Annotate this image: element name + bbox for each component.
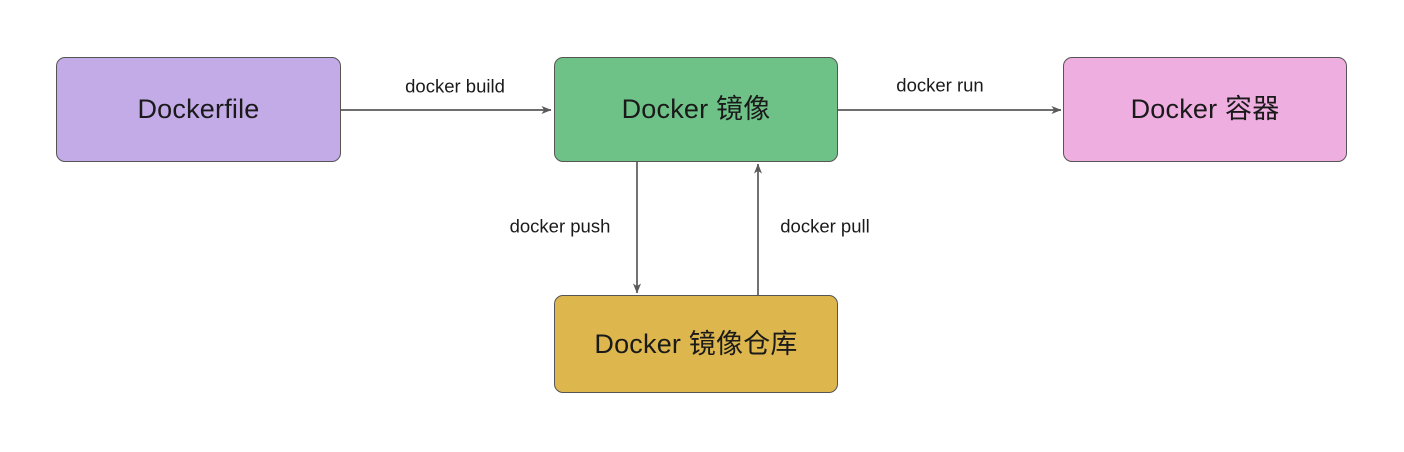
node-docker-registry[interactable]: Docker 镜像仓库 xyxy=(554,295,838,393)
node-docker-container[interactable]: Docker 容器 xyxy=(1063,57,1347,162)
edge-label-docker-run: docker run xyxy=(893,73,987,97)
node-dockerfile-label: Dockerfile xyxy=(137,94,260,125)
edge-label-docker-push: docker push xyxy=(506,214,614,238)
node-docker-container-label: Docker 容器 xyxy=(1130,94,1280,125)
node-dockerfile[interactable]: Dockerfile xyxy=(56,57,341,162)
edge-label-docker-pull: docker pull xyxy=(777,214,873,238)
edge-label-docker-build: docker build xyxy=(402,74,508,98)
node-docker-registry-label: Docker 镜像仓库 xyxy=(594,328,798,359)
node-docker-image[interactable]: Docker 镜像 xyxy=(554,57,838,162)
node-docker-image-label: Docker 镜像 xyxy=(621,94,771,125)
